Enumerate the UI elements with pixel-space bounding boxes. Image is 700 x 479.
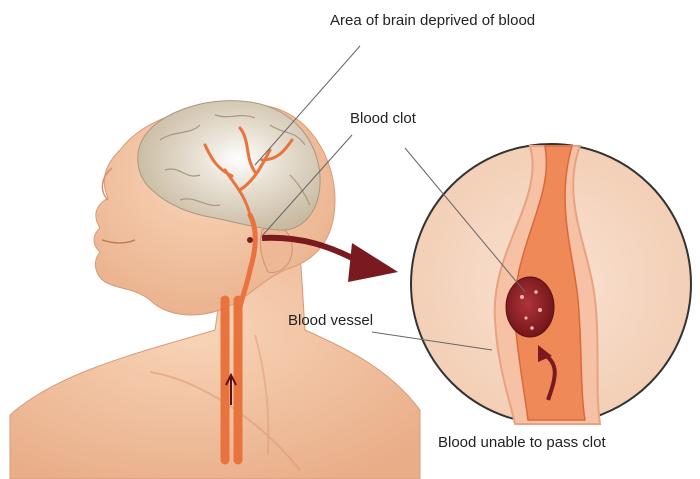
label-blood-clot: Blood clot (350, 110, 416, 127)
leader-lines (254, 45, 526, 351)
label-blood-vessel: Blood vessel (288, 312, 374, 329)
label-blood-unable: Blood unable to pass clot (438, 434, 606, 451)
pointer-arrow (261, 234, 398, 282)
neck-artery (220, 212, 258, 465)
zoom-circle (410, 143, 692, 425)
label-area-deprived: Area of brain deprived of blood (330, 12, 536, 29)
brain (137, 100, 321, 231)
